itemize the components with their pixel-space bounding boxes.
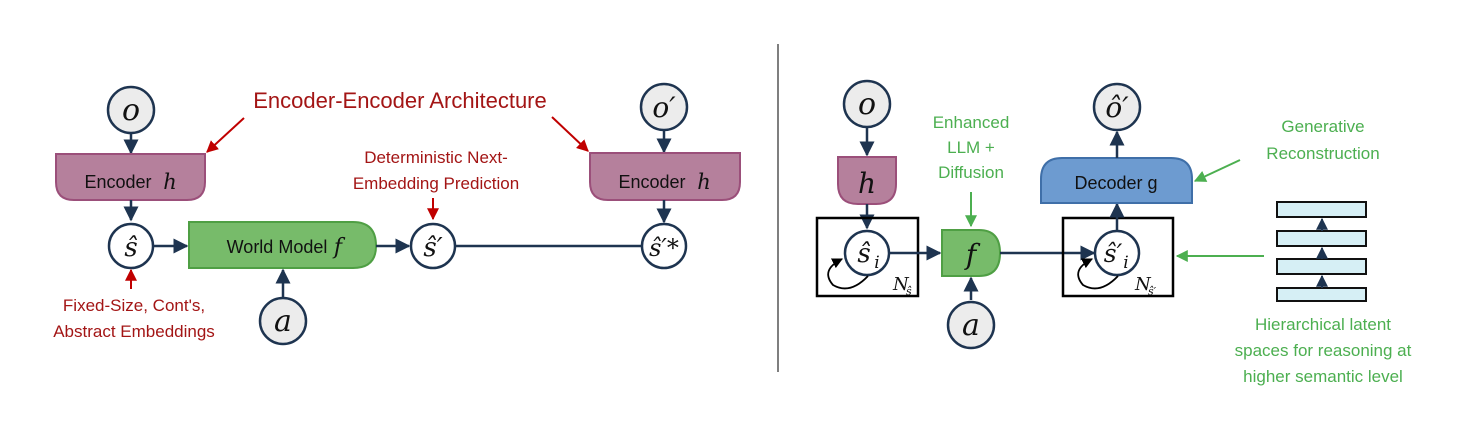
node-s-hat-prime-star-label: ŝ′* [649,234,679,262]
node-a-left-label: a [274,304,292,339]
node-s-hat-prime-star-circle [640,222,688,270]
self-loop-right [1077,258,1119,290]
annotation-hierarchy-line1: Hierarchical latent [1255,315,1391,334]
latent-stack [1276,201,1367,302]
annotation-generative-line1: Generative [1281,117,1364,136]
arrow-generative-to-decoder [1193,159,1241,182]
annotation-hierarchy-line3: higher semantic level [1243,367,1403,386]
annotation-generative-line2: Reconstruction [1266,144,1379,163]
node-s-hat-i-prime: ŝ′ i [1093,229,1141,277]
arrow-annotation-to-encoder-right [551,116,589,152]
latent-layer-3 [1276,230,1367,247]
node-a-left: a [258,296,308,346]
node-o-hat-prime-label: ô′ [1105,91,1129,124]
annotation-embeddings-line1: Fixed-Size, Cont's, [63,296,205,315]
node-a-right-circle [946,300,996,350]
annotation-prediction-line2: Embedding Prediction [353,174,519,193]
node-o-prime: o′ [639,82,689,132]
node-a-right: a [946,300,996,350]
annotation-prediction-line1: Deterministic Next- [364,148,508,167]
node-s-hat-i-sub: i [874,253,879,273]
plate-left-label: N [892,274,910,295]
annotation-llm-line3: Diffusion [938,163,1004,182]
encoder-h-right: h [837,156,897,205]
encoder-right-shape [589,152,741,201]
annotation-embeddings-line2: Abstract Embeddings [53,322,215,341]
node-s-hat-prime-label: ŝ′ [423,233,442,263]
encoder-h-var: h [858,167,876,200]
node-o: o [106,85,156,135]
node-s-hat-i-prime-label: ŝ′ [1104,239,1123,268]
node-o-hat-prime-circle [1092,82,1142,132]
encoder-right-var: h [697,170,711,194]
node-o-prime-label: o′ [652,91,676,124]
annotation-llm-line2: LLM + [947,138,995,157]
arrow-annotation-to-encoder-left [206,117,245,153]
annotation-encoder-encoder: Encoder-Encoder Architecture [253,88,547,113]
encoder-h-shape [837,156,897,205]
node-s-hat-label: ŝ [124,233,137,263]
encoder-left-var: h [163,170,177,194]
encoder-left: Encoder h [55,153,206,201]
annotation-llm-line1: Enhanced [933,113,1010,132]
world-model: World Model f [188,221,378,269]
plate-left-sub: ŝ [906,285,912,298]
node-o-right-label: o [858,87,876,122]
encoder-left-shape [55,153,206,201]
node-o-hat-prime: ô′ [1092,82,1142,132]
node-s-hat-i-prime-sub: i [1123,253,1128,273]
node-s-hat-i-label: ŝ [857,239,870,269]
decoder-label: Decoder g [1074,173,1157,193]
node-a-right-label: a [962,308,980,343]
encoder-right: Encoder h [589,152,741,201]
right-panel: o h ŝ i N ŝ f a Enhanced L [815,79,1412,386]
node-s-hat-i: ŝ i [843,229,891,277]
plate-right-sub: ŝ′ [1148,285,1157,298]
plate-right-label: N [1134,274,1152,295]
f-block: f [941,229,1002,277]
node-o-label: o [122,93,140,128]
node-o-right: o [842,79,892,129]
encoder-right-label: Encoder [618,172,685,192]
annotation-hierarchy-line2: spaces for reasoning at [1235,341,1412,360]
encoder-left-label: Encoder [84,172,151,192]
latent-layer-2 [1276,258,1367,275]
plate-left [815,216,920,298]
left-panel: o Encoder h ŝ World Model f a [53,82,741,346]
world-model-label: World Model [227,237,328,257]
self-loop-left [827,258,869,290]
decoder-g: Decoder g [1040,157,1193,204]
decoder-shape [1040,157,1193,204]
latent-layer-1 [1276,287,1367,302]
node-s-hat-prime-star: ŝ′* [640,222,688,270]
node-s-hat: ŝ [107,222,155,270]
latent-layer-4 [1276,201,1367,218]
node-s-hat-prime: ŝ′ [409,222,457,270]
